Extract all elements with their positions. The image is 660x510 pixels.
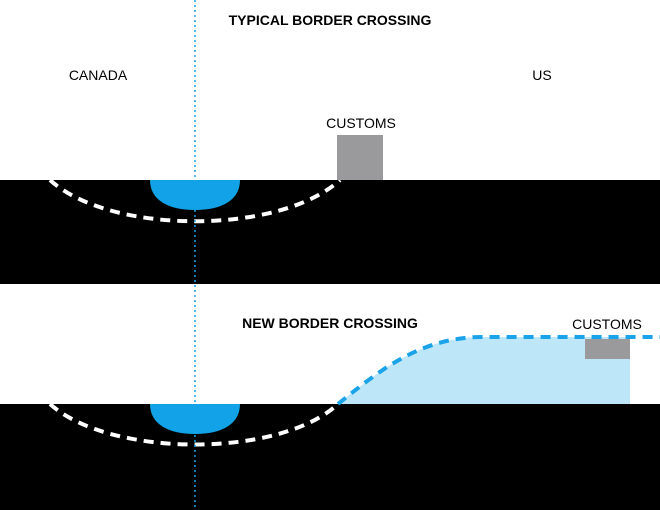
canada-label: CANADA <box>69 67 128 83</box>
customs-building-top <box>337 135 383 180</box>
tunnel-route-bottom <box>48 402 340 447</box>
customs-label-bottom: CUSTOMS <box>572 316 642 332</box>
new-crossing-panel: NEW BORDER CROSSING CUSTOMS <box>0 315 660 510</box>
customs-building-bottom <box>585 339 630 359</box>
ground-band-top <box>0 180 660 284</box>
top-title: TYPICAL BORDER CROSSING <box>229 12 432 28</box>
typical-crossing-panel: TYPICAL BORDER CROSSING CANADA US CUSTOM… <box>0 12 660 284</box>
water-channel-bottom <box>150 404 240 434</box>
ground-band-bottom <box>0 404 660 510</box>
new-route-dashed <box>336 335 660 406</box>
customs-label-top: CUSTOMS <box>326 115 396 131</box>
us-label: US <box>532 67 551 83</box>
bottom-title: NEW BORDER CROSSING <box>242 315 418 331</box>
